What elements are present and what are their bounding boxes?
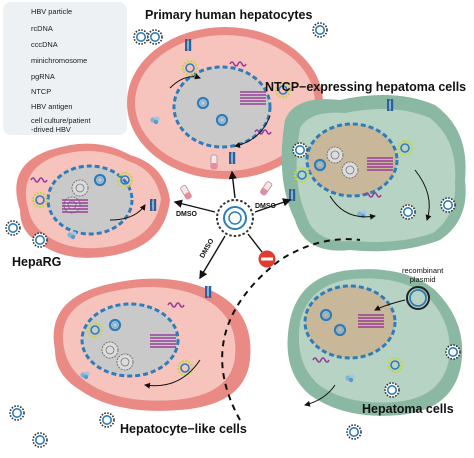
arrow-to-primary [228, 170, 237, 199]
hbv-particle-icon [133, 29, 149, 45]
tube-icon [180, 185, 192, 200]
legend-item-minichromosome: minichromosome [3, 56, 127, 68]
legend-item-hbv-antigen: HBV antigen [3, 102, 127, 114]
hbv-particle-icon [384, 382, 400, 398]
dmso-label-right: DMSO [255, 203, 276, 210]
arrow-to-hepatocyte-like [199, 235, 226, 280]
hbv-particle-icon [32, 232, 48, 248]
hbv-particle-icon [5, 220, 21, 236]
hbv-particle-icon [147, 29, 163, 45]
recombinant-plasmid-label: recombinant plasmid [402, 266, 444, 284]
title-ntcp-hepatoma: NTCP−expressing hepatoma cells [265, 80, 467, 94]
title-hepatocyte-like: Hepatocyte−like cells [120, 422, 247, 436]
legend-label: cell culture/patient -drived HBV [31, 116, 91, 134]
legend-item-rcdna: rcDNA [3, 24, 127, 36]
primary-hepatocyte-cell [127, 27, 323, 179]
arrow-to-ntcp [254, 198, 292, 213]
dmso-label-left: DMSO [176, 211, 197, 218]
hepatocyte-like-cell [53, 278, 251, 411]
legend-label: NTCP [31, 87, 52, 96]
title-primary-hepatocytes: Primary human hepatocytes [145, 8, 313, 22]
hbv-particle-icon [99, 412, 115, 428]
hepatoma-cell [287, 269, 463, 416]
heparg-cell [16, 143, 170, 258]
hbv-particle-icon [292, 142, 308, 158]
legend-item-hbv-particle: HBV particle [3, 7, 127, 19]
central-hbv-particle [216, 199, 254, 237]
tube-icon [210, 154, 218, 170]
legend-label: HBV antigen [31, 102, 73, 111]
arrow-to-heparg [173, 199, 216, 213]
hbv-particle-icon [440, 197, 456, 213]
hbv-particle-icon [346, 424, 362, 440]
title-heparg: HepaRG [12, 255, 62, 269]
legend-item-ntcp: NTCP [3, 87, 127, 99]
hbv-particle-icon [400, 204, 416, 220]
legend-item-cell-culture-hbv: cell culture/patient -drived HBV [3, 116, 127, 134]
hbv-particle-icon [312, 22, 328, 38]
hbv-particle-icon [445, 344, 461, 360]
tube-icon [260, 181, 273, 196]
no-entry-icon [258, 250, 276, 268]
legend-label: cccDNA [31, 40, 58, 49]
arrow-to-blocked [247, 233, 263, 253]
ntcp-hepatoma-cell [281, 95, 466, 252]
legend-label: minichromosome [31, 56, 88, 65]
title-hepatoma: Hepatoma cells [362, 402, 454, 416]
legend-label: pgRNA [31, 72, 55, 81]
legend-item-pgrna: pgRNA [3, 72, 127, 84]
hbv-particle-icon [32, 432, 48, 448]
legend-label: rcDNA [31, 24, 53, 33]
hbv-particle-icon [9, 405, 25, 421]
legend-item-cccdna: cccDNA [3, 40, 127, 52]
legend-panel: HBV particle rcDNA cccDNA minichromosome… [3, 2, 127, 135]
legend-label: HBV particle [31, 7, 73, 16]
separator-dashed-arc [221, 238, 361, 421]
